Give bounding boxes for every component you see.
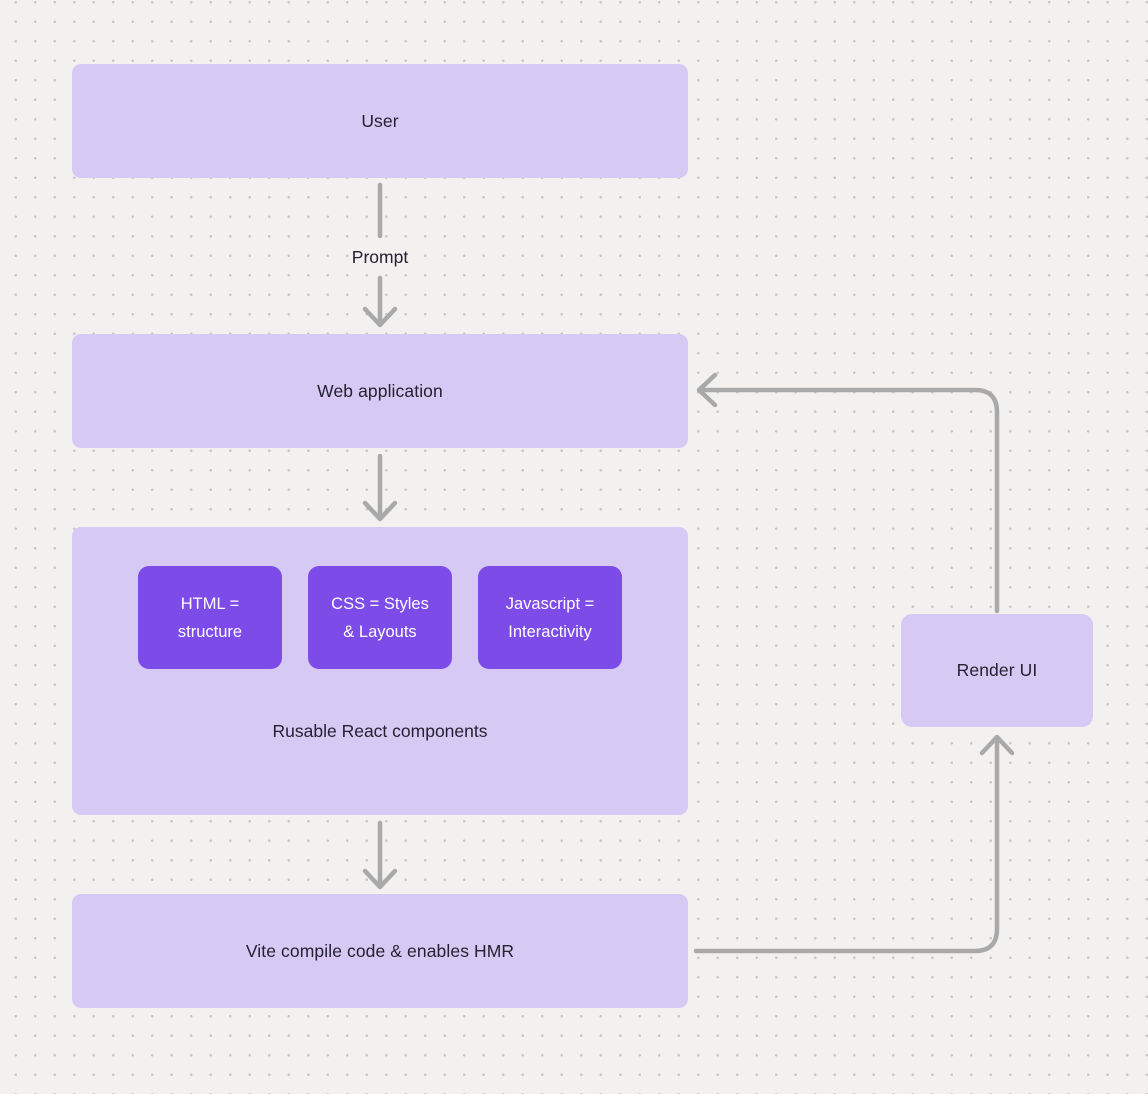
connector-renderui-to-webapp [696,372,1000,614]
connector-prompt-to-webapp [362,275,398,328]
arrowhead-up-icon [979,734,1015,756]
component-html[interactable]: HTML = structure [138,566,282,669]
node-user-label: User [361,110,399,131]
node-render-ui-label: Render UI [956,660,1038,680]
component-html-label: HTML = structure [177,594,243,641]
component-javascript[interactable]: Javascript = Interactivity [478,566,622,669]
component-javascript-label: Javascript = Interactivity [505,594,595,641]
node-react-components-group[interactable]: HTML = structure CSS = Styles & Layouts … [72,527,688,815]
component-css[interactable]: CSS = Styles & Layouts [308,566,452,669]
arrowhead-down-icon [362,868,398,890]
node-user[interactable]: User [72,64,688,178]
connector-webapp-to-react [362,453,398,522]
edge-label-prompt: Prompt [351,247,409,267]
connector-vite-to-renderui [693,734,1015,954]
node-web-application[interactable]: Web application [72,334,688,448]
react-group-label: Rusable React components [272,721,488,741]
node-vite-label: Vite compile code & enables HMR [245,940,515,961]
arrowhead-down-icon [362,306,398,328]
component-css-label: CSS = Styles & Layouts [331,594,429,641]
arrowhead-left-icon [696,372,718,408]
arrowhead-down-icon [362,500,398,522]
node-vite[interactable]: Vite compile code & enables HMR [72,894,688,1008]
node-web-application-label: Web application [317,380,443,401]
connector-react-to-vite [362,820,398,890]
node-render-ui[interactable]: Render UI [901,614,1093,727]
